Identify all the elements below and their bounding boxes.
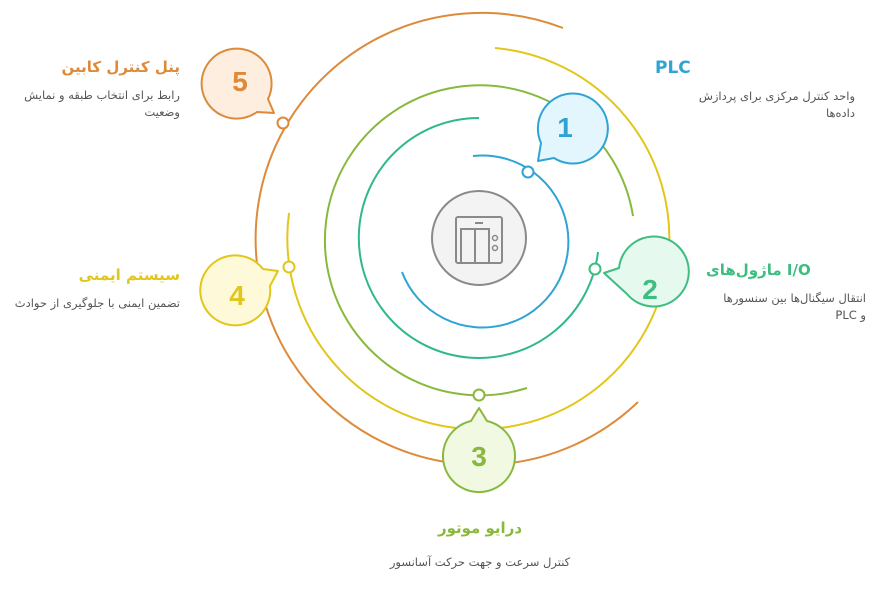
node-3 — [472, 388, 486, 402]
item-3-label: درایو موتور کنترل سرعت و جهت حرکت آسانسو… — [360, 518, 600, 571]
item-5-label: پنل کنترل کابین رابط برای انتخاب طبقه و … — [10, 57, 180, 121]
svg-text:2: 2 — [642, 274, 658, 305]
arc-2 — [357, 117, 599, 359]
item-1-title: PLC — [655, 58, 691, 78]
node-4 — [282, 260, 296, 274]
badge-5: 5 — [200, 47, 275, 120]
item-2-description: انتقال سیگنال‌ها بین سنسورها و PLC — [723, 291, 866, 322]
elevator-icon — [431, 190, 527, 286]
item-3-title: درایو موتور — [437, 519, 523, 537]
svg-text:1: 1 — [557, 112, 573, 143]
arc-4 — [286, 47, 671, 431]
badge-2: 2 — [603, 235, 690, 308]
node-2 — [588, 262, 602, 276]
svg-text:3: 3 — [471, 441, 487, 472]
item-4-description: تضمین ایمنی با جلوگیری از حوادث — [14, 296, 180, 310]
item-5-description: رابط برای انتخاب طبقه و نمایش وضعیت — [24, 88, 180, 119]
item-1-label: PLC واحد کنترل مرکزی برای پردازش داده‌ها — [655, 58, 855, 122]
item-3-description: کنترل سرعت و جهت حرکت آسانسور — [389, 555, 571, 569]
badge-4: 4 — [199, 254, 279, 327]
item-5-title: پنل کنترل کابین — [61, 58, 180, 76]
svg-text:5: 5 — [232, 66, 248, 97]
item-2-label: I/O ماژول‌های انتقال سیگنال‌ها بین سنسور… — [706, 260, 866, 324]
item-4-title: سیستم ایمنی — [78, 266, 180, 284]
badge-1: 1 — [536, 92, 609, 165]
item-2-title: I/O ماژول‌های — [706, 261, 811, 279]
badge-3: 3 — [442, 407, 516, 494]
node-1 — [521, 165, 535, 179]
item-4-label: سیستم ایمنی تضمین ایمنی با جلوگیری از حو… — [0, 265, 180, 312]
svg-text:4: 4 — [229, 280, 245, 311]
node-5 — [276, 116, 290, 130]
item-1-description: واحد کنترل مرکزی برای پردازش داده‌ها — [698, 89, 855, 120]
